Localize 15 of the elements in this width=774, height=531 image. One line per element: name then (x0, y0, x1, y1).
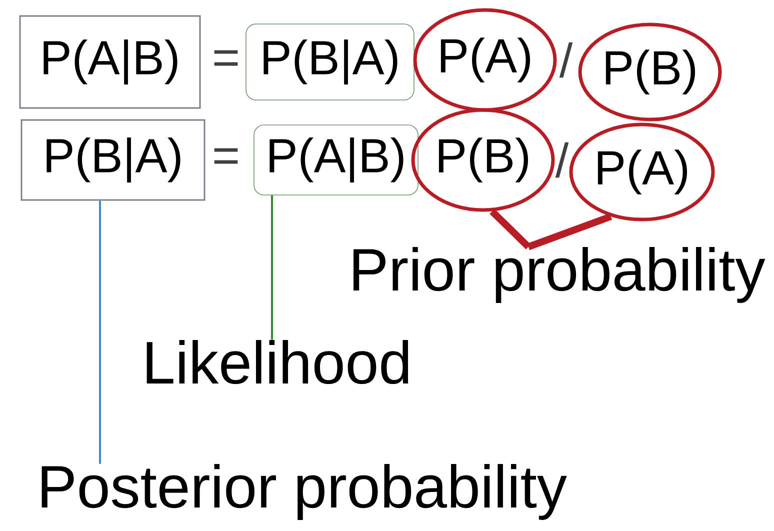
leader-line (490, 208, 531, 250)
leader-line (99, 200, 101, 464)
formula-box: P(B|A) (20, 119, 206, 201)
annotation-label: Likelihood (146, 340, 408, 384)
term-box: P(B|A) (246, 24, 414, 100)
annotation-label: Posterior probability (42, 464, 567, 520)
equals-sign: = (214, 148, 238, 164)
formula-box: P(A|B) (19, 15, 201, 109)
annotation-label: Prior probability (354, 247, 766, 303)
division-slash: / (555, 142, 569, 178)
division-slash: / (559, 42, 573, 78)
leader-line (271, 195, 273, 340)
leader-line (527, 213, 612, 250)
equals-sign: = (214, 50, 238, 66)
term-box: P(A|B) (254, 124, 418, 196)
